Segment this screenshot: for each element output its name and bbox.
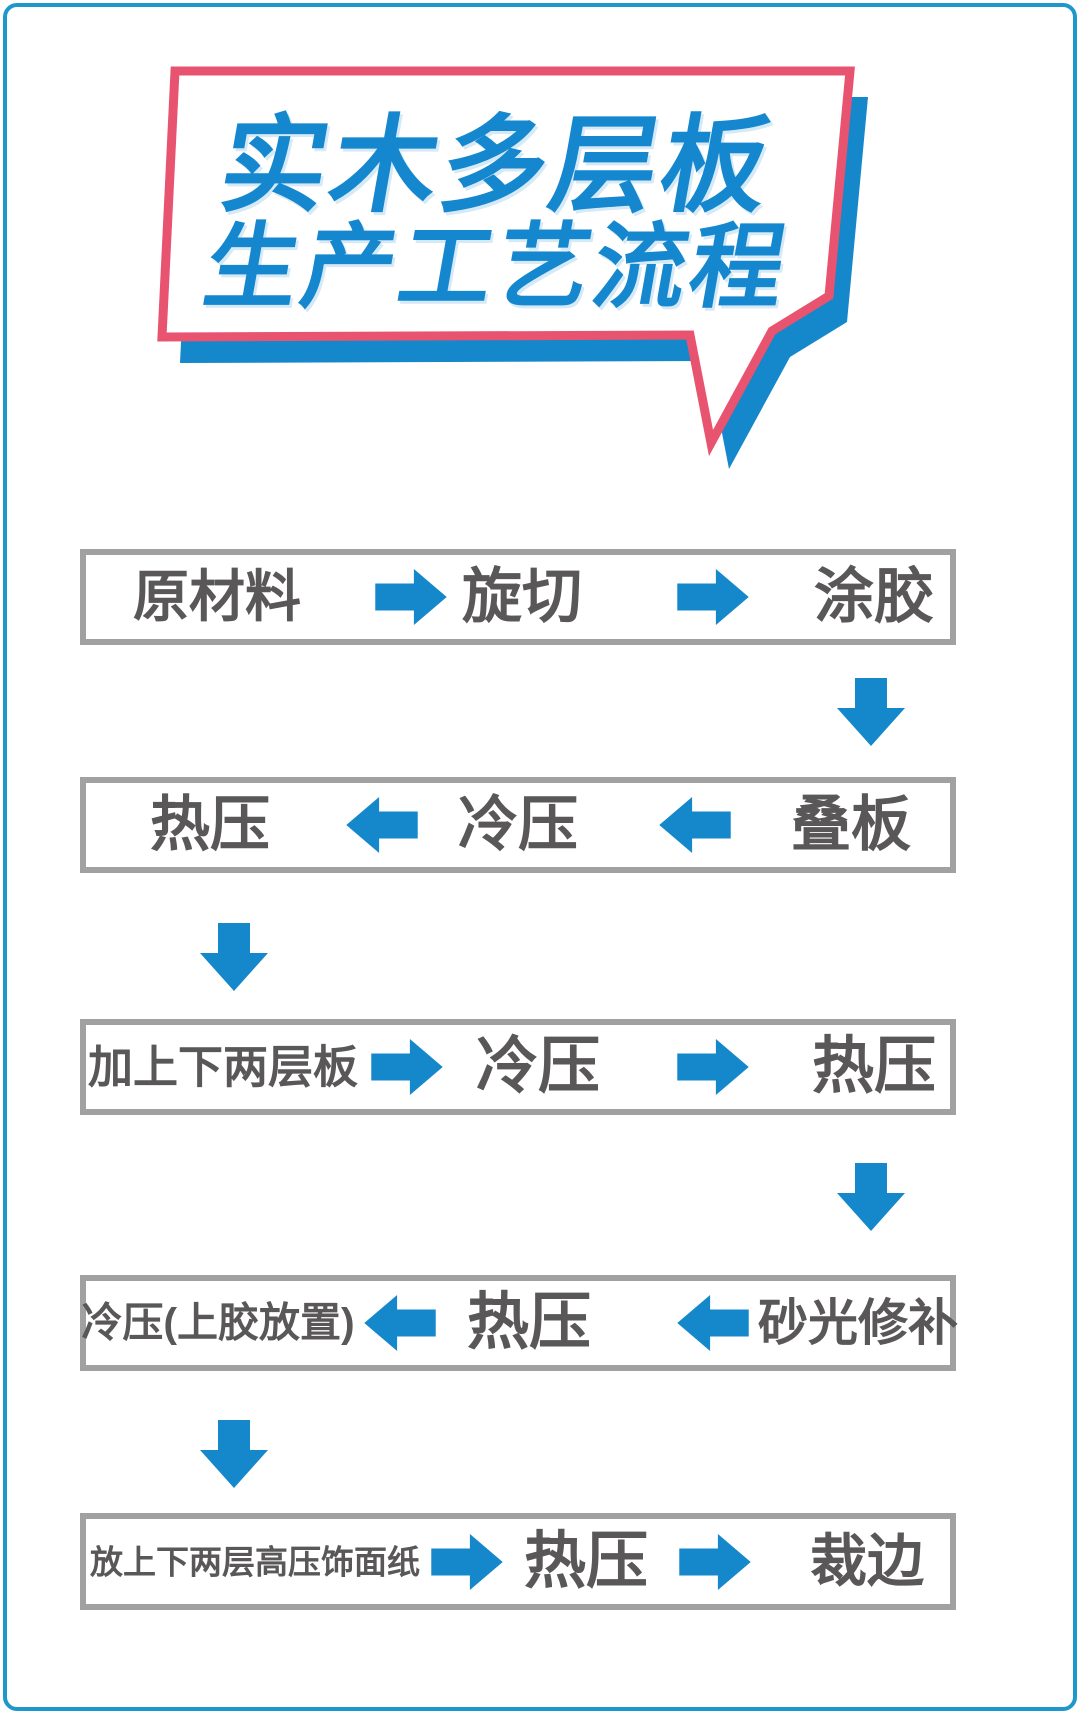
step-label: 涂胶 bbox=[814, 563, 934, 630]
flow-row-5: 放上下两层高压饰面纸 热压 裁边 bbox=[80, 1513, 956, 1610]
step-label: 加上下两层板 bbox=[87, 1041, 359, 1093]
arrow-right-icon bbox=[431, 1533, 503, 1590]
arrow-down-icon bbox=[200, 1420, 268, 1488]
flow-row-1: 原材料 旋切 涂胶 bbox=[80, 549, 956, 645]
step-label: 热压 bbox=[523, 1526, 649, 1596]
step-label: 裁边 bbox=[810, 1529, 924, 1593]
arrow-right-icon bbox=[677, 1039, 749, 1095]
arrow-right-icon bbox=[679, 1533, 751, 1590]
step-label: 冷压 bbox=[458, 791, 578, 858]
title-line-2: 生产工艺流程 bbox=[196, 215, 798, 319]
arrow-down-icon bbox=[837, 678, 905, 746]
step-label: 热压 bbox=[811, 1032, 937, 1101]
flow-row-4: 冷压(上胶放置) 热压 砂光修补 bbox=[80, 1275, 958, 1371]
step-label: 旋切 bbox=[462, 563, 582, 630]
arrow-left-icon bbox=[677, 1295, 749, 1351]
step-label: 热压 bbox=[150, 791, 270, 858]
arrow-left-icon bbox=[364, 1295, 436, 1351]
arrow-right-icon bbox=[677, 569, 749, 625]
arrow-left-icon bbox=[346, 797, 418, 853]
step-label: 砂光修补 bbox=[758, 1295, 958, 1351]
arrow-down-icon bbox=[837, 1163, 905, 1231]
arrow-down-icon bbox=[200, 923, 268, 991]
step-label: 冷压(上胶放置) bbox=[81, 1299, 355, 1346]
bubble-outline-shape bbox=[157, 66, 855, 457]
arrow-right-icon bbox=[375, 569, 447, 625]
title-line-1: 实木多层板 bbox=[211, 107, 783, 225]
title-speech-bubble bbox=[157, 66, 868, 469]
step-label: 原材料 bbox=[133, 565, 301, 628]
step-label: 冷压 bbox=[475, 1032, 601, 1101]
flow-row-2: 热压 冷压 叠板 bbox=[80, 777, 956, 873]
step-label: 热压 bbox=[466, 1288, 592, 1357]
flow-row-3: 加上下两层板 冷压 热压 bbox=[80, 1019, 956, 1115]
step-label: 放上下两层高压饰面纸 bbox=[90, 1543, 420, 1580]
step-label: 叠板 bbox=[791, 791, 911, 858]
arrow-left-icon bbox=[659, 797, 731, 853]
arrow-right-icon bbox=[371, 1039, 443, 1095]
